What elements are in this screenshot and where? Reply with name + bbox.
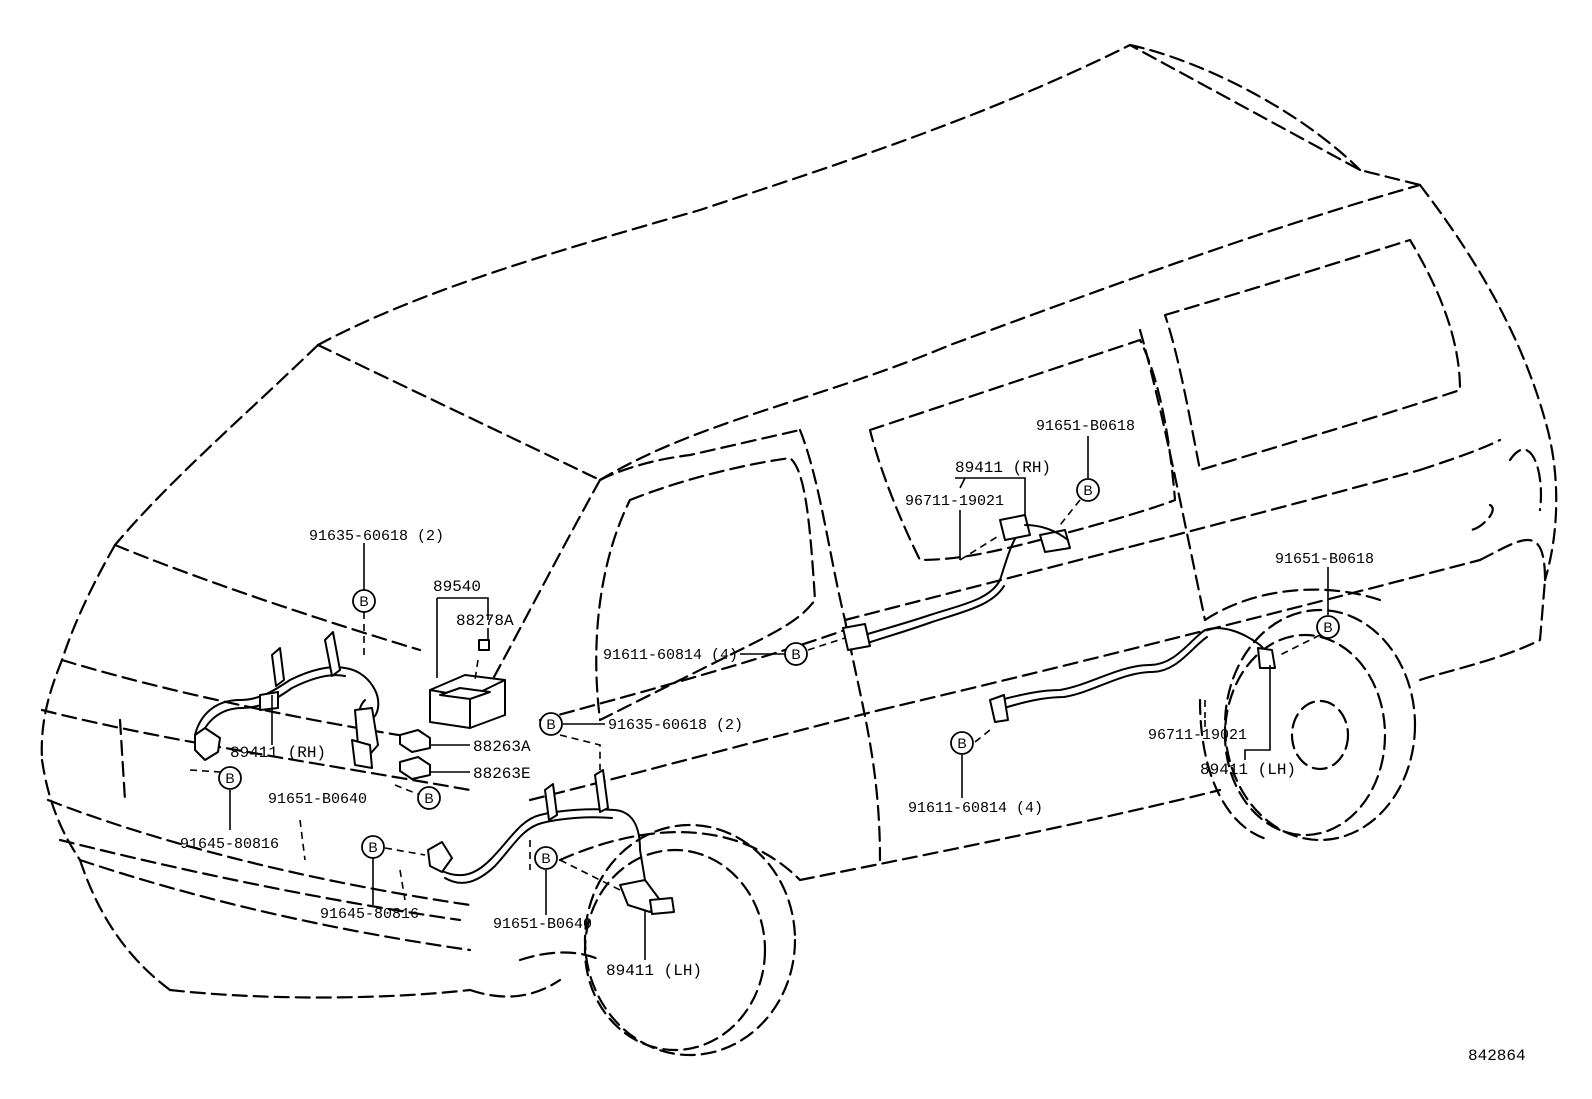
front-lh-sensor-harness <box>427 769 675 915</box>
label-lh-rear-clamp: 96711-19021 <box>1148 727 1247 744</box>
callout-circle-harness-upper: B <box>784 642 808 666</box>
callout-circle-front-lh-bolt: B <box>534 846 558 870</box>
label-front-bracket-bolt-top: 91635-60618 (2) <box>309 528 444 545</box>
callout-circle-front-lh-lower: B <box>361 835 385 859</box>
svg-text:B: B <box>541 850 550 866</box>
label-relay-a: 88263A <box>473 738 531 756</box>
svg-text:B: B <box>368 839 377 855</box>
svg-text:B: B <box>1083 482 1092 498</box>
relays <box>399 729 431 780</box>
svg-text:B: B <box>546 716 555 732</box>
svg-text:B: B <box>791 646 800 662</box>
label-rh-rear-clamp: 96711-19021 <box>905 493 1004 510</box>
rear-rh-sensor-harness <box>842 514 1071 651</box>
label-front-bolt-rh-lower: 91645-80816 <box>180 836 279 853</box>
label-front-bolt-lh: 91651-B0640 <box>493 916 592 933</box>
label-relay-e: 88263E <box>473 765 531 783</box>
callout-circle-rear-lh: B <box>1316 615 1340 639</box>
svg-text:B: B <box>1323 619 1332 635</box>
front-rh-sensor-harness <box>194 631 380 769</box>
svg-text:B: B <box>957 735 966 751</box>
callout-circle-harness-lower: B <box>950 731 974 755</box>
label-front-bolt-lh-lower: 91645-80816 <box>320 906 419 923</box>
label-harness-bolt-lower: 91611-60814 (4) <box>908 800 1043 817</box>
label-front-bolt-rh: 91651-B0640 <box>268 791 367 808</box>
label-ecu: 89540 <box>433 578 481 596</box>
vehicle-body-outline <box>40 43 1558 1057</box>
callout-circle-front-bracket: B <box>352 589 376 613</box>
callout-circle-front-rh-bolt: B <box>417 786 441 810</box>
label-harness-bolt-upper: 91611-60814 (4) <box>603 647 738 664</box>
label-front-sensor-lh: 89411 (LH) <box>606 962 702 980</box>
svg-text:B: B <box>424 790 433 806</box>
callout-circle-rear-rh: B <box>1076 478 1100 502</box>
figure-number: 842864 <box>1468 1047 1526 1065</box>
label-front-sensor-rh: 89411 (RH) <box>230 744 326 762</box>
label-bracket-bolt-mid: 91635-60618 (2) <box>608 717 743 734</box>
abs-ecu <box>429 639 506 729</box>
svg-text:B: B <box>359 593 368 609</box>
label-rh-rear-bolt: 91651-B0618 <box>1036 418 1135 435</box>
callout-circle-bracket-mid: B <box>539 712 563 736</box>
leader-lines <box>189 436 1329 960</box>
label-lh-rear-sensor: 89411 (LH) <box>1200 761 1296 779</box>
callout-circle-front-rh-lower: B <box>218 766 242 790</box>
svg-text:B: B <box>225 770 234 786</box>
rear-lh-sensor-harness <box>989 627 1276 723</box>
label-rh-rear-sensor: 89411 (RH) <box>955 459 1051 477</box>
label-lh-rear-bolt: 91651-B0618 <box>1275 551 1374 568</box>
label-ecu-sub: 88278A <box>456 612 514 630</box>
